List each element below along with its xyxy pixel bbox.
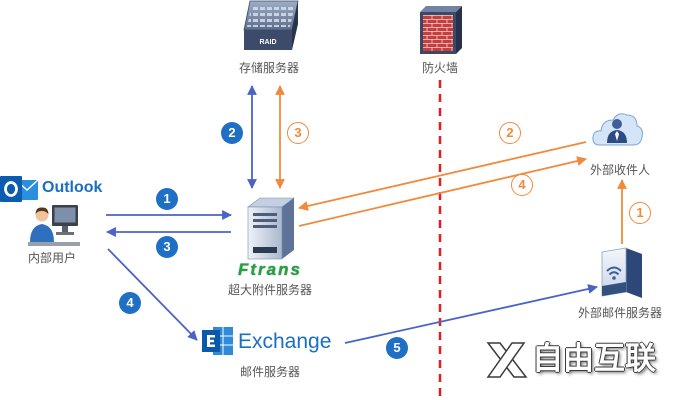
step-badge-internal-3: 3 bbox=[156, 236, 178, 258]
brick-wall bbox=[423, 15, 453, 51]
drive-bays bbox=[247, 4, 295, 27]
external-recipient-label: 外部收件人 bbox=[589, 163, 650, 177]
arrow-exchange-to-external-mail-server bbox=[344, 284, 598, 344]
exchange-label: 邮件服务器 bbox=[239, 365, 300, 379]
external-mail-server-label: 外部邮件服务器 bbox=[577, 306, 662, 320]
person-head bbox=[612, 119, 622, 129]
watermark-text: 自由互联 bbox=[532, 341, 656, 377]
step-badge-external-2: 2 bbox=[499, 122, 521, 144]
cloud bbox=[592, 113, 643, 146]
exchange-logo-icon bbox=[202, 327, 233, 355]
step-badge-external-3: 3 bbox=[287, 122, 309, 144]
outlook-logo-icon bbox=[0, 176, 39, 202]
step-badge-external-1: 1 bbox=[629, 202, 651, 224]
storage-server-label: 存储服务器 bbox=[238, 61, 299, 75]
mail-server-icon bbox=[601, 247, 642, 298]
internal-user-label: 内部用户 bbox=[27, 251, 76, 265]
person-head bbox=[35, 208, 49, 222]
user-at-computer-icon bbox=[28, 205, 80, 246]
step-badge-internal-1: 1 bbox=[156, 188, 178, 210]
desk bbox=[28, 242, 80, 246]
ftrans-logo-text: Ftrans bbox=[238, 260, 302, 279]
step-badge-internal-2: 2 bbox=[221, 122, 243, 144]
outlook-logo-text: Outlook bbox=[42, 179, 103, 196]
x-logo-icon bbox=[486, 342, 528, 378]
step-badge-internal-5: 5 bbox=[386, 337, 408, 359]
arrow-attachment-server-to-recipient bbox=[298, 156, 587, 227]
cloud-user-icon bbox=[592, 113, 643, 146]
exchange-logo-text: Exchange bbox=[238, 330, 332, 353]
firewall-label: 防火墙 bbox=[421, 61, 458, 75]
tie bbox=[615, 131, 619, 141]
arrow-user-to-exchange bbox=[107, 248, 198, 341]
arrow-recipient-to-attachment-server bbox=[298, 141, 587, 211]
step-badge-external-4: 4 bbox=[511, 174, 533, 196]
raid-storage-icon: RAID bbox=[243, 0, 299, 50]
person-body bbox=[30, 224, 54, 242]
raid-badge-text: RAID bbox=[259, 39, 276, 46]
firewall-icon bbox=[420, 6, 462, 54]
attachment-server-label: 超大附件服务器 bbox=[227, 283, 312, 297]
step-badge-internal-4: 4 bbox=[119, 292, 141, 314]
tower-server-icon bbox=[247, 197, 295, 260]
